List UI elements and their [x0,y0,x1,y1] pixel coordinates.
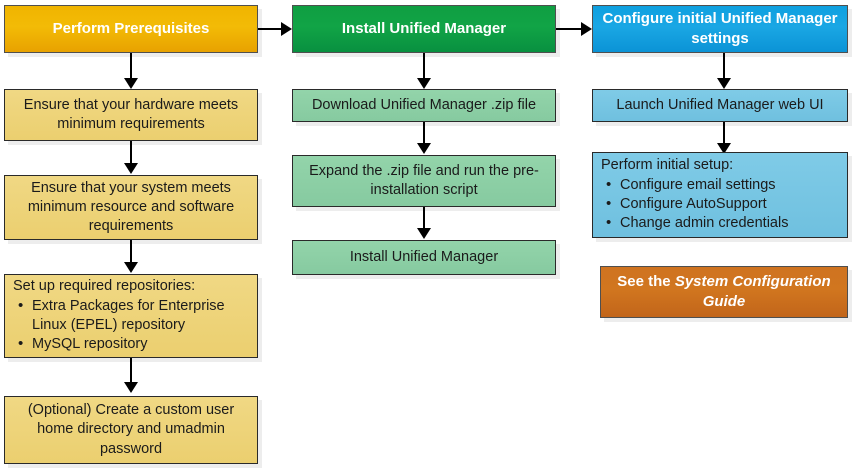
connector-line [130,240,132,270]
node-label: Launch Unified Manager web UI [616,96,824,113]
list-item: MySQL repository [18,334,249,354]
connector-line [423,122,425,150]
node-label: Install Unified Manager [349,248,499,265]
connector-line [423,53,425,85]
node-perform-prerequisites[interactable]: Perform Prerequisites [4,5,258,53]
list-item: Configure email settings [606,175,839,195]
node-launch-web-ui[interactable]: Launch Unified Manager web UI [592,89,848,122]
list-item: Change admin credentials [606,213,839,233]
repository-list: Extra Packages for Enterprise Linux (EPE… [13,296,249,355]
list-item: Extra Packages for Enterprise Linux (EPE… [18,296,249,336]
connector-arrow-down-icon [417,143,431,154]
node-label: Expand the .zip file and run the pre-ins… [309,162,539,198]
node-install-unified-manager-header[interactable]: Install Unified Manager [292,5,556,53]
reference-prefix: See the [617,273,675,291]
node-lead-label: Perform initial setup: [601,157,734,174]
node-optional-custom-user[interactable]: (Optional) Create a custom user home dir… [4,396,258,464]
connector-arrow-down-icon [124,262,138,273]
node-hardware-requirements[interactable]: Ensure that your hardware meets minimum … [4,89,258,141]
node-label: Install Unified Manager [341,20,507,38]
connector-arrow-down-icon [717,143,731,154]
connector-line [723,53,725,85]
connector-line [130,141,132,171]
node-label: See the System Configuration Guide [609,272,839,312]
node-set-up-repositories[interactable]: Set up required repositories: Extra Pack… [4,274,258,358]
node-label: Download Unified Manager .zip file [311,96,537,113]
connector-line [130,358,132,388]
node-label: Perform Prerequisites [52,20,210,38]
connector-arrow-down-icon [417,78,431,89]
node-label: (Optional) Create a custom user home dir… [27,402,235,457]
node-system-requirements[interactable]: Ensure that your system meets minimum re… [4,175,258,240]
connector-arrow-right-icon [281,22,292,36]
connector-arrow-down-icon [124,382,138,393]
list-item: Configure AutoSupport [606,194,839,214]
node-install-unified-manager[interactable]: Install Unified Manager [292,240,556,275]
connector-arrow-down-icon [124,163,138,174]
connector-arrow-down-icon [417,228,431,239]
connector-arrow-down-icon [124,78,138,89]
node-label: Ensure that your hardware meets minimum … [23,96,239,132]
connector-arrow-down-icon [717,78,731,89]
node-perform-initial-setup[interactable]: Perform initial setup: Configure email s… [592,152,848,238]
node-label: Ensure that your system meets minimum re… [27,179,235,235]
node-download-zip[interactable]: Download Unified Manager .zip file [292,89,556,122]
connector-arrow-right-icon [581,22,592,36]
reference-emphasis: System Configuration Guide [674,273,831,310]
connector-line [423,207,425,235]
node-see-system-configuration-guide[interactable]: See the System Configuration Guide [600,266,848,318]
node-configure-initial-settings-header[interactable]: Configure initial Unified Manager settin… [592,5,848,53]
initial-setup-list: Configure email settings Configure AutoS… [601,175,839,234]
connector-line [723,122,725,150]
connector-line [258,28,284,30]
node-lead-label: Set up required repositories: [13,278,196,295]
node-expand-zip-run-script[interactable]: Expand the .zip file and run the pre-ins… [292,155,556,207]
node-label: Configure initial Unified Manager settin… [602,10,838,47]
connector-line [130,53,132,85]
connector-line [556,28,584,30]
